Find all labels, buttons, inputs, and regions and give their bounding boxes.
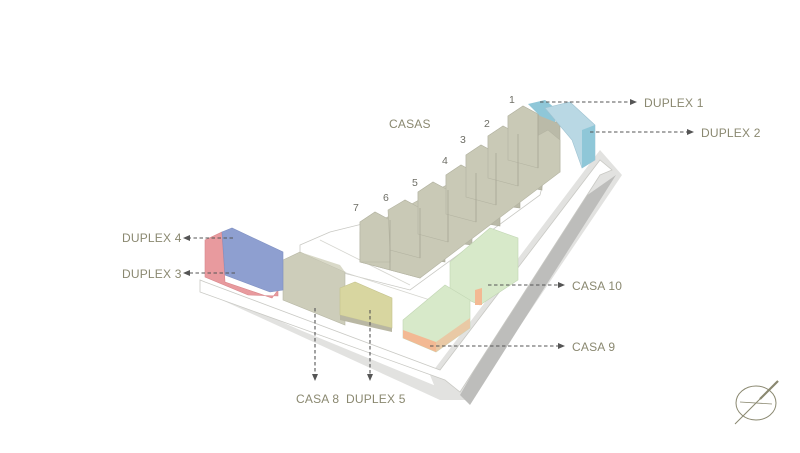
duplex-5-volume (339, 281, 393, 329)
casas-row (359, 105, 561, 279)
label-casas: CASAS (389, 117, 431, 131)
house-numbers: 1 2 3 4 5 6 7 (353, 94, 515, 214)
compass-north-arrow-icon (734, 380, 779, 425)
house-number-5: 5 (412, 177, 418, 189)
casa-9-block (402, 284, 471, 353)
label-casa-9: CASA 9 (572, 340, 615, 354)
duplex-5-block (339, 281, 393, 332)
house-number-1: 1 (509, 94, 515, 106)
house-number-7: 7 (353, 202, 359, 214)
house-number-6: 6 (383, 192, 389, 204)
leader-arrows (183, 99, 694, 381)
duplex-4-volume (221, 227, 284, 293)
house-number-4: 4 (442, 155, 448, 167)
label-casa-8: CASA 8 (296, 392, 339, 406)
duplex-1-2-block (528, 100, 596, 169)
label-duplex-5: DUPLEX 5 (346, 392, 406, 406)
label-duplex-1: DUPLEX 1 (644, 96, 704, 110)
duplex-1-volume (528, 100, 555, 122)
callout-labels: DUPLEX 1 DUPLEX 2 DUPLEX 4 DUPLEX 3 CASA… (122, 96, 761, 406)
label-duplex-2: DUPLEX 2 (701, 126, 761, 140)
duplex-3-4-block (204, 227, 284, 299)
label-casa-10: CASA 10 (572, 279, 622, 293)
house-number-3: 3 (460, 134, 466, 146)
label-duplex-4: DUPLEX 4 (122, 231, 182, 245)
label-duplex-3: DUPLEX 3 (122, 267, 182, 281)
house-number-2: 2 (484, 118, 490, 130)
